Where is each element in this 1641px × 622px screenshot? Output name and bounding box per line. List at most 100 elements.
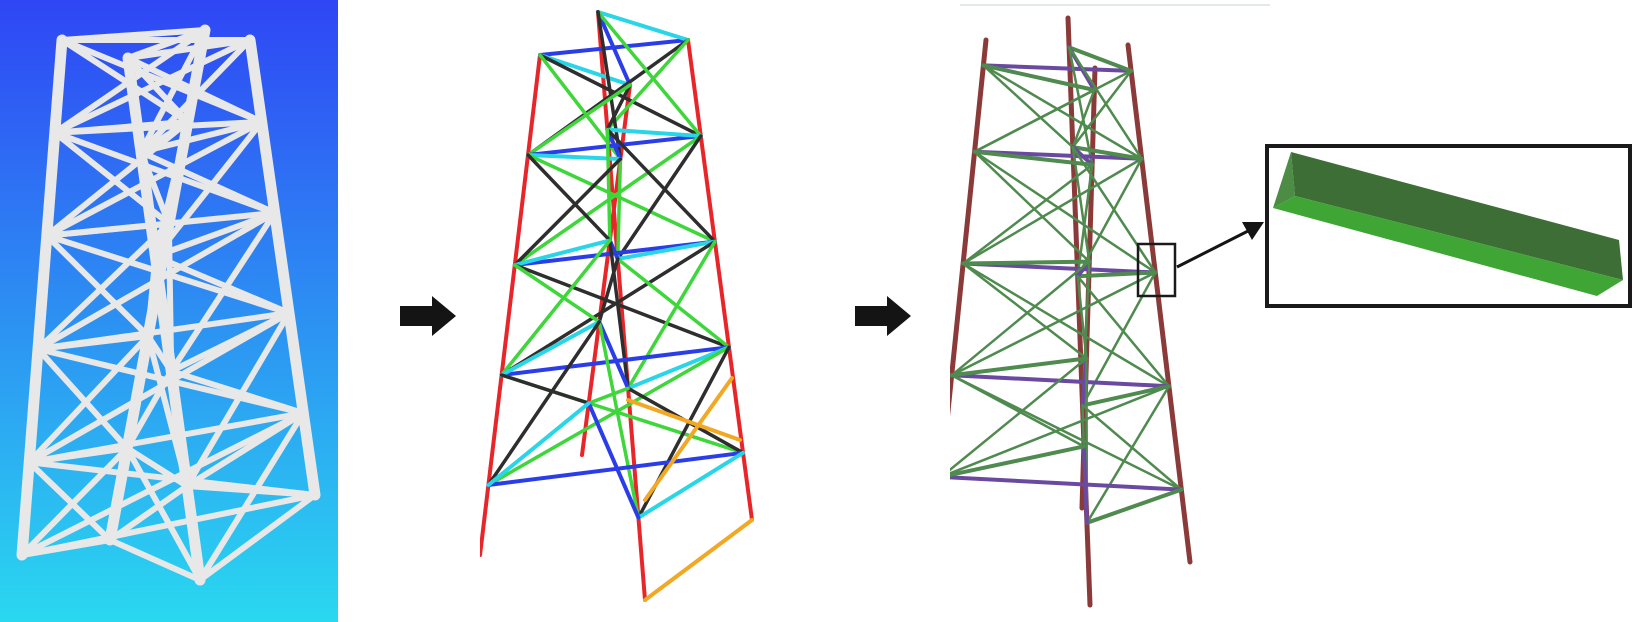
detail-selection-box <box>1136 242 1177 298</box>
wireframe-horizontal-member <box>596 10 632 87</box>
point-cloud-horizontal-member <box>107 537 203 583</box>
solid-diagonal-member <box>1071 145 1091 263</box>
point-cloud-horizontal-member <box>35 333 151 352</box>
wireframe-tower <box>480 10 754 602</box>
wireframe-diagonal-member <box>499 239 717 377</box>
wireframe-diagonal-member <box>626 239 717 391</box>
point-cloud-horizontal-member <box>197 492 318 583</box>
wireframe-diagonal-member <box>499 238 612 377</box>
point-cloud-diagonal-member <box>184 310 292 490</box>
wireframe-horizontal-member <box>499 319 602 377</box>
point-cloud-diagonal-member <box>137 148 278 216</box>
point-cloud-diagonal-member <box>51 129 172 227</box>
point-cloud-panel <box>0 0 338 622</box>
point-cloud-horizontal-member <box>26 445 131 466</box>
wireframe-diagonal-member <box>538 53 703 138</box>
point-cloud-diagonal-member <box>35 220 172 352</box>
wireframe-diagonal-member <box>499 373 591 405</box>
solid-diagonal-member <box>1067 46 1143 160</box>
wireframe-horizontal-member <box>605 127 623 161</box>
point-cloud-diagonal-member <box>168 368 307 417</box>
wireframe-diagonal-member <box>586 386 630 405</box>
solid-horizontal-member <box>1081 444 1089 525</box>
point-cloud-leg <box>16 34 68 561</box>
process-arrow-2 <box>855 296 911 336</box>
point-cloud-diagonal-member <box>26 459 113 543</box>
point-cloud-horizontal-member <box>125 27 208 61</box>
wireframe-diagonal-member <box>526 153 612 243</box>
point-cloud-horizontal-member <box>43 220 172 239</box>
solid-model-panel <box>950 4 1270 608</box>
angle-member-horizontal-flange <box>1273 196 1623 296</box>
wireframe-horizontal-member <box>586 401 641 520</box>
point-cloud-horizontal-member <box>125 37 253 61</box>
solid-horizontal-member <box>1080 384 1171 408</box>
solid-horizontal-member <box>972 149 1095 167</box>
solid-horizontal-member <box>981 63 1134 73</box>
wireframe-diagonal-member <box>605 127 612 243</box>
callout-leader <box>1176 222 1264 269</box>
point-cloud-diagonal-member <box>152 118 265 260</box>
solid-diagonal-member <box>1067 46 1094 167</box>
solid-diagonal-member <box>1085 384 1171 525</box>
wireframe-diagonal-member <box>513 157 623 267</box>
wireframe-horizontal-member <box>605 127 703 138</box>
solid-diagonal-member <box>950 357 1088 472</box>
wireframe-horizontal-member <box>597 319 631 391</box>
point-cloud-diagonal-member <box>59 37 191 125</box>
point-cloud-diagonal-member <box>145 253 159 339</box>
solid-horizontal-member <box>1070 145 1144 161</box>
point-cloud-leg <box>104 24 211 546</box>
wireframe-diagonal-member <box>608 238 630 391</box>
solid-diagonal-member <box>950 271 1157 377</box>
solid-diagonal-member <box>961 262 1171 388</box>
wireframe-diagonal-member <box>526 153 717 244</box>
point-cloud-diagonal-member <box>137 27 208 155</box>
solid-diagonal-member <box>982 64 1143 160</box>
solid-diagonal-member <box>973 88 1096 154</box>
wireframe-brace-orange <box>643 518 754 602</box>
point-cloud-diagonal-member <box>35 209 278 352</box>
solid-tower <box>950 15 1193 608</box>
point-cloud-horizontal-member <box>59 27 208 43</box>
solid-horizontal-member <box>1075 270 1158 279</box>
solid-horizontal-member <box>950 356 1089 378</box>
solid-horizontal-member <box>1084 487 1184 525</box>
wireframe-diagonal-member <box>486 345 731 487</box>
solid-diagonal-member <box>1081 404 1183 491</box>
wireframe-brace-orange <box>643 376 734 502</box>
wireframe-diagonal-member <box>596 10 623 161</box>
wireframe-diagonal-member <box>513 263 602 324</box>
wireframe-horizontal-member <box>626 345 731 391</box>
wireframe-diagonal-member <box>596 10 703 138</box>
point-cloud-diagonal-member <box>35 346 131 452</box>
point-cloud-diagonal-member <box>165 220 175 375</box>
point-cloud-horizontal-member <box>19 537 113 558</box>
wireframe-diagonal-member <box>597 320 641 520</box>
wireframe-horizontal-member <box>526 153 623 161</box>
point-cloud-leg <box>244 34 321 501</box>
wireframe-model-panel <box>480 10 754 602</box>
process-arrow-1 <box>400 296 456 336</box>
wireframe-diagonal-member <box>615 157 623 261</box>
wireframe-diagonal-member <box>526 83 632 157</box>
point-cloud-diagonal-member <box>19 410 307 558</box>
solid-diagonal-member <box>973 150 1157 274</box>
solid-horizontal-member <box>950 444 1086 478</box>
solid-diagonal-member <box>961 157 1143 265</box>
wireframe-diagonal-member <box>615 134 703 261</box>
solid-horizontal-member <box>950 475 1184 492</box>
solid-leg <box>950 37 989 417</box>
wireframe-diagonal-member <box>605 38 690 132</box>
point-cloud-diagonal-member <box>107 483 191 543</box>
wireframe-horizontal-member <box>615 239 717 261</box>
solid-diagonal-member <box>961 262 1088 360</box>
solid-leg <box>1125 42 1193 565</box>
solid-diagonal-member <box>1076 275 1171 388</box>
solid-diagonal-member <box>973 150 1091 263</box>
point-cloud-diagonal-member <box>43 232 151 339</box>
solid-diagonal-member <box>950 374 1086 448</box>
point-cloud-horizontal-member <box>152 209 278 260</box>
point-cloud-diagonal-member <box>26 333 151 466</box>
wireframe-brace-orange <box>626 398 742 442</box>
